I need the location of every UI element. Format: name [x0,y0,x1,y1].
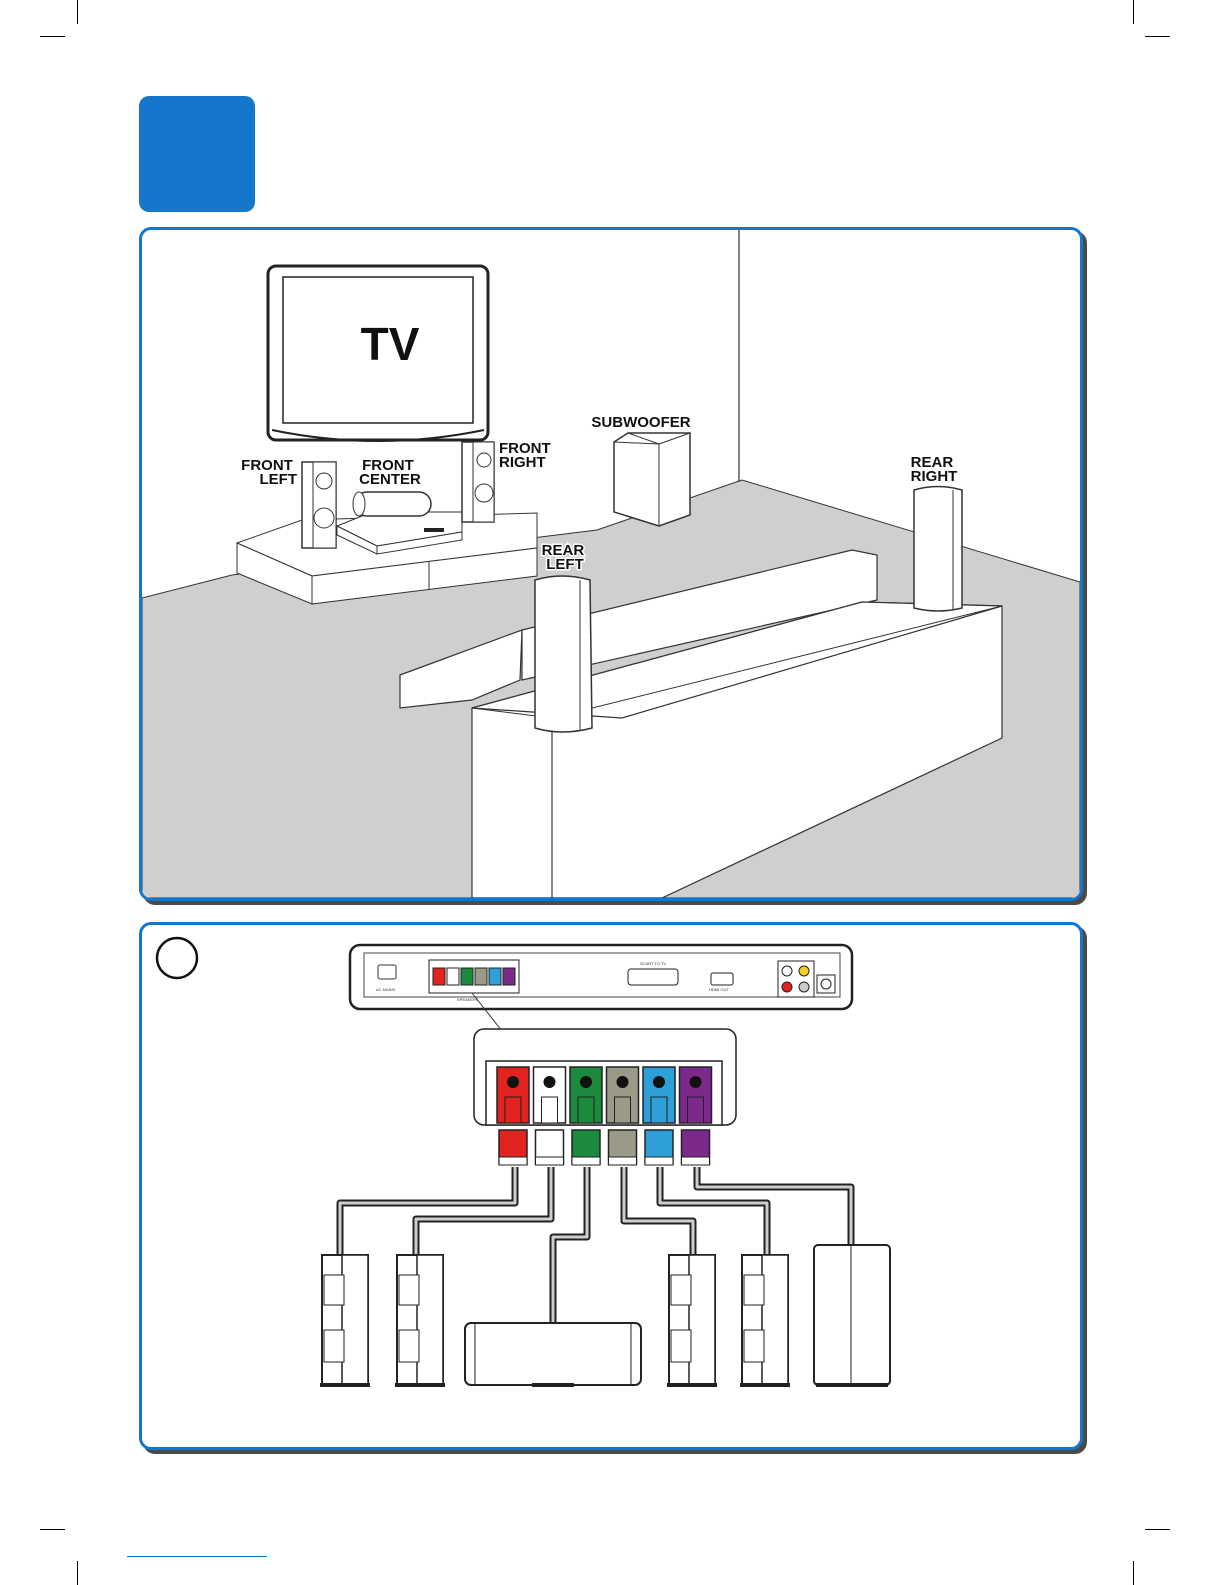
unit-back-panel: AC MAINS SPEAKERS SCART TO TV HDMI OUT [350,945,852,1009]
subwoofer [614,433,690,526]
speaker-wiring-panel: AC MAINS SPEAKERS SCART TO TV HDMI OUT [139,922,1083,1450]
ac-mains-text: AC MAINS [376,987,396,992]
connector-grey [607,1067,639,1165]
label-rear-left: REAR LEFT [542,542,589,573]
label-subwoofer: SUBWOOFER [591,414,690,431]
wiring-illustration: AC MAINS SPEAKERS SCART TO TV HDMI OUT [142,925,1080,1447]
connector-blue [643,1067,675,1165]
connector-red [497,1067,529,1165]
crop-mark [1133,1561,1134,1585]
footer-rule [127,1556,267,1557]
hdmi-text: HDMI OUT [709,987,729,992]
scart-port [628,969,678,985]
crop-mark [77,0,78,24]
crop-mark [1145,36,1170,37]
label-front-right: FRONT RIGHT [499,440,555,471]
room-layout-panel: TV [139,227,1083,901]
rear-right-speaker [914,487,962,612]
step-badge [139,96,255,212]
front-left-speaker [302,462,336,548]
tv-label: TV [361,318,420,370]
label-rear-right: REAR RIGHT [911,454,958,485]
speaker-front-left [320,1255,370,1387]
rear-left-speaker [535,576,592,732]
crop-mark [1133,0,1134,24]
front-right-speaker [462,442,494,522]
scart-text: SCART TO TV [640,961,666,966]
crop-mark [1145,1529,1170,1530]
speaker-front-right [667,1255,717,1387]
front-center-speaker [353,492,431,516]
label-front-center: FRONT CENTER [359,457,421,488]
label-front-left: FRONT LEFT [241,457,297,488]
room-illustration: TV [142,230,1080,898]
crop-mark [77,1561,78,1585]
connector-purple [680,1067,712,1165]
speaker-rear-right [740,1255,790,1387]
tv: TV [268,266,488,441]
crop-mark [40,1529,65,1530]
speaker-subwoofer [814,1245,890,1387]
connector-green [570,1067,602,1165]
speaker-center [465,1323,641,1387]
crop-mark [40,36,65,37]
speaker-rear-left [395,1255,445,1387]
connector-white [534,1067,566,1165]
substep-marker [157,938,197,978]
hdmi-port [711,973,733,985]
